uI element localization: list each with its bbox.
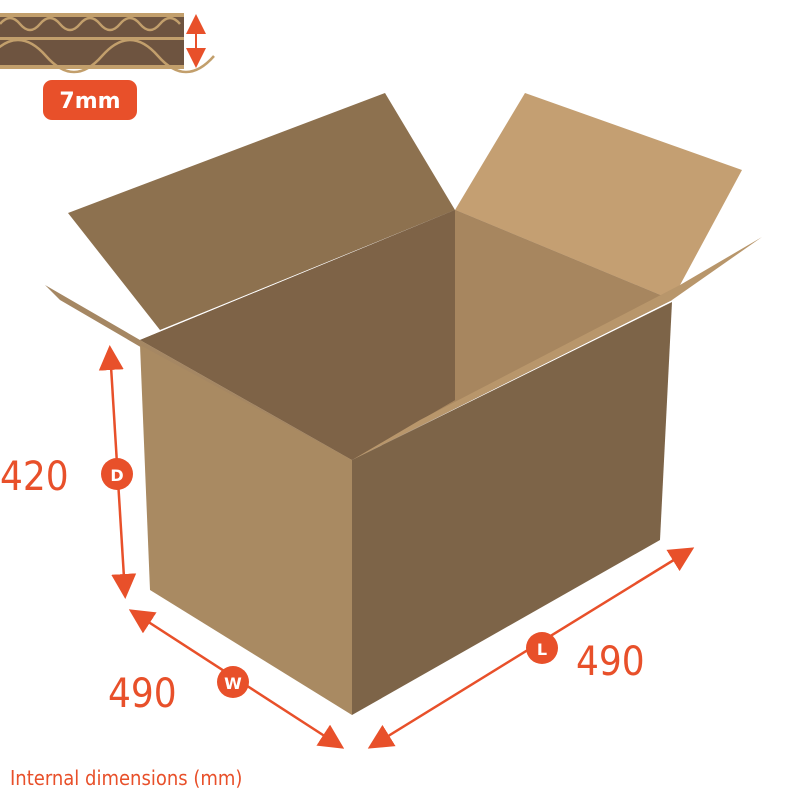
back-right-flap bbox=[455, 93, 742, 300]
length-badge bbox=[526, 632, 558, 664]
right-flap bbox=[352, 237, 762, 460]
back-left-flap bbox=[68, 93, 455, 330]
thickness-label: 7mm bbox=[59, 89, 120, 114]
length-value: 490 bbox=[576, 639, 645, 685]
depth-badge-letter: D bbox=[110, 466, 123, 485]
width-value: 490 bbox=[108, 671, 177, 717]
width-badge-letter: W bbox=[224, 674, 242, 693]
depth-badge bbox=[101, 458, 133, 490]
width-badge bbox=[217, 666, 249, 698]
depth-value: 420 bbox=[0, 454, 69, 500]
flute-cross-section-icon bbox=[0, 13, 215, 74]
length-badge-letter: L bbox=[537, 640, 547, 659]
caption: Internal dimensions (mm) bbox=[10, 766, 242, 790]
thickness-badge bbox=[43, 80, 137, 120]
cardboard-box bbox=[45, 93, 762, 715]
